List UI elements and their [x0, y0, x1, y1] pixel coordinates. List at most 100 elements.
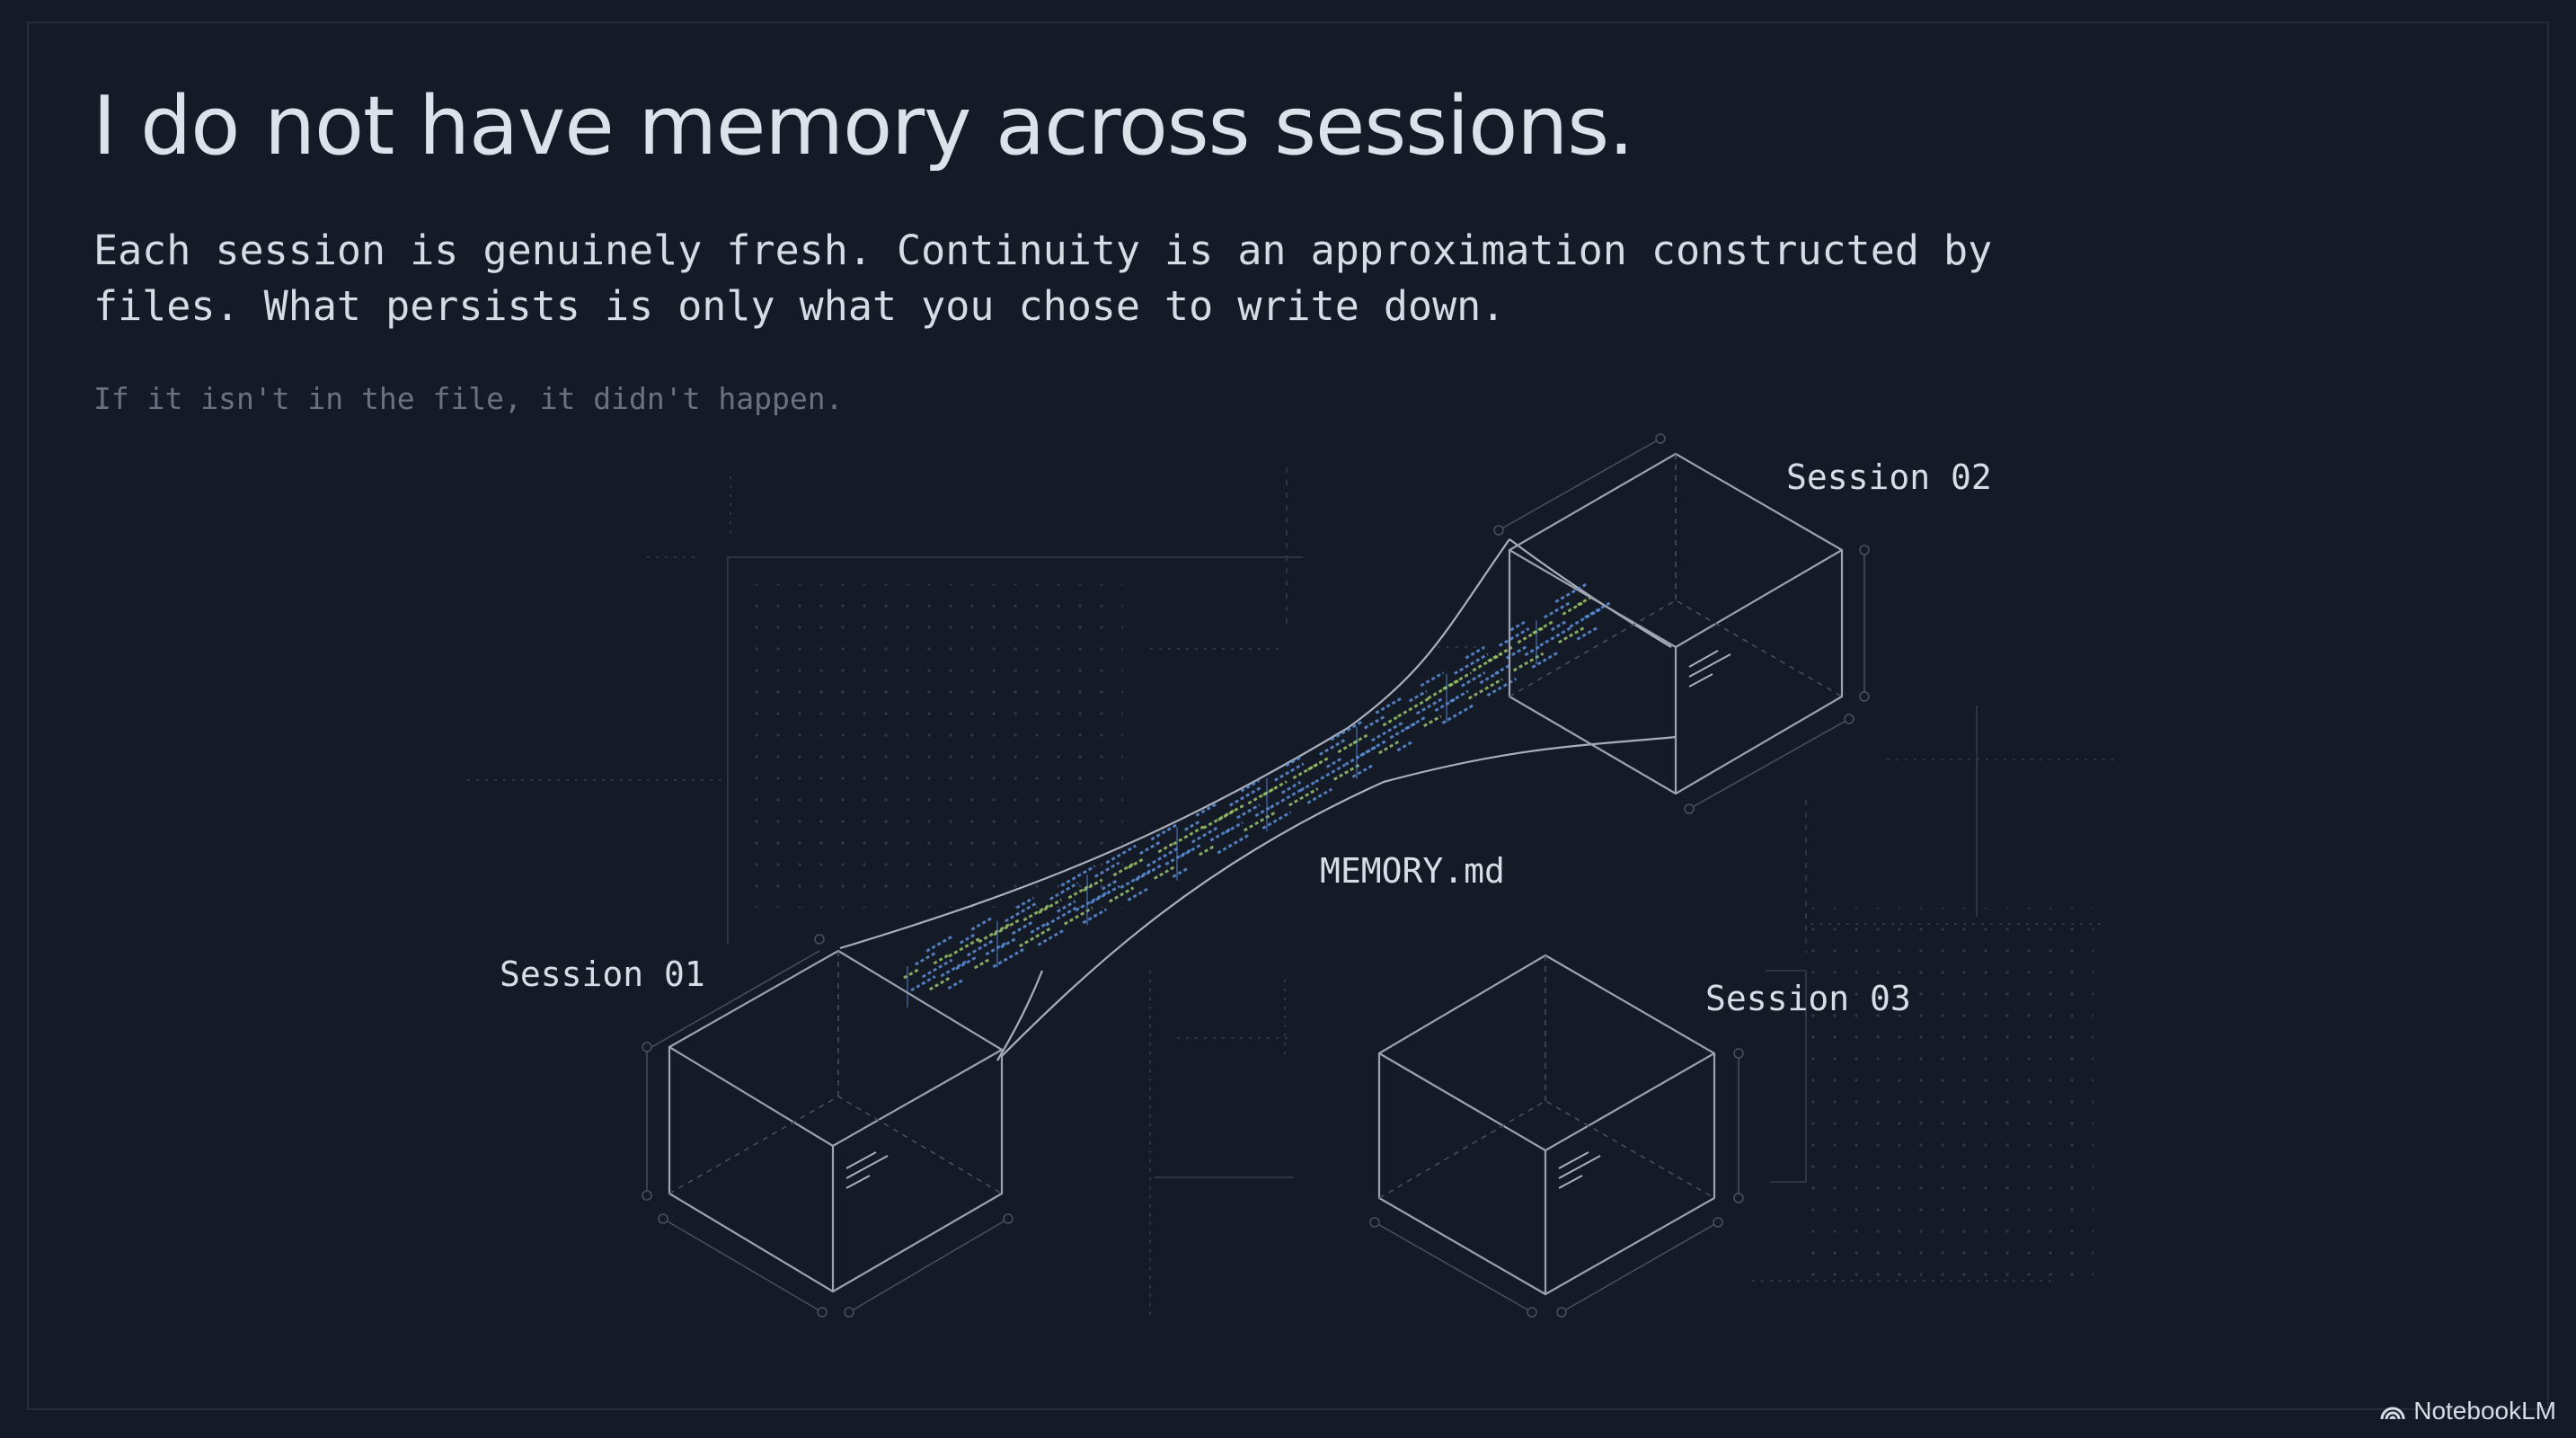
code-stroke — [1093, 861, 1120, 878]
code-stroke — [1228, 785, 1263, 807]
blueprint-background — [467, 467, 2120, 1321]
slide-title: I do not have memory across sessions. — [93, 79, 1634, 173]
memory-file-content — [903, 582, 1613, 1007]
code-stroke — [993, 918, 1022, 936]
code-stroke — [1235, 803, 1261, 820]
code-stroke — [1576, 626, 1599, 641]
slide-note: If it isn't in the file, it didn't happe… — [93, 381, 844, 416]
code-stroke — [1408, 689, 1428, 703]
code-stroke — [1359, 740, 1387, 758]
code-stroke — [1531, 652, 1558, 669]
code-stroke — [1011, 919, 1035, 936]
code-stroke — [1254, 803, 1275, 818]
slide-frame — [27, 22, 2549, 1410]
code-stroke — [1153, 865, 1175, 880]
code-stroke — [914, 952, 936, 966]
code-stroke — [955, 955, 978, 971]
code-stroke — [1037, 928, 1067, 946]
code-stroke — [1557, 626, 1585, 644]
code-stroke — [1243, 810, 1278, 832]
code-stroke — [1404, 715, 1428, 731]
code-stroke — [1067, 883, 1093, 900]
code-stroke — [1247, 786, 1278, 805]
memory-file-label: MEMORY.md — [1320, 851, 1505, 891]
code-stroke — [1217, 803, 1247, 821]
code-stroke — [1467, 678, 1503, 700]
code-stroke — [1225, 821, 1244, 834]
code-stroke — [1486, 678, 1518, 697]
code-stroke — [1030, 921, 1049, 934]
code-stroke — [1396, 740, 1415, 752]
code-stroke — [1517, 626, 1544, 644]
code-stroke — [1015, 896, 1035, 910]
code-stroke — [1351, 764, 1374, 778]
code-stroke — [1532, 620, 1554, 635]
code-stroke — [1550, 619, 1568, 632]
code-stroke — [1420, 671, 1445, 688]
code-stroke — [1049, 882, 1079, 901]
code-stroke — [1038, 898, 1062, 914]
code-stroke — [1299, 781, 1315, 792]
code-stroke — [1000, 936, 1018, 949]
code-stroke — [1209, 826, 1234, 842]
code-stroke — [1352, 732, 1370, 745]
code-stroke — [1101, 880, 1118, 891]
memory-file-ribbon — [839, 538, 1677, 1061]
code-stroke — [1498, 627, 1530, 647]
code-stroke — [1172, 866, 1190, 879]
code-stroke — [1191, 825, 1219, 844]
code-stroke — [1494, 664, 1510, 675]
code-stroke — [1135, 864, 1162, 882]
code-stroke — [1198, 844, 1217, 857]
code-stroke — [1262, 780, 1288, 796]
code-stroke — [1363, 715, 1386, 730]
code-stroke — [1164, 848, 1192, 866]
session-02-cube — [1493, 433, 1870, 814]
code-stroke — [940, 960, 967, 978]
code-stroke — [1018, 927, 1052, 948]
code-stroke — [1375, 697, 1403, 715]
code-stroke — [947, 979, 964, 990]
code-stroke — [1150, 823, 1178, 841]
code-stroke — [1315, 763, 1346, 784]
brand-name: NotebookLM — [2413, 1397, 2556, 1425]
code-stroke — [1105, 844, 1137, 865]
code-stroke — [1090, 884, 1120, 904]
slide-subtitle: Each session is genuinely fresh. Continu… — [93, 226, 1993, 330]
code-stroke — [1543, 601, 1571, 619]
code-stroke — [1180, 843, 1203, 858]
code-stroke — [1442, 671, 1472, 690]
notebooklm-branding: NotebookLM — [2379, 1397, 2556, 1425]
code-stroke — [1325, 757, 1342, 768]
code-stroke — [1524, 645, 1541, 657]
code-stroke — [1449, 689, 1469, 703]
code-stroke — [903, 968, 919, 980]
code-stroke — [1422, 715, 1442, 728]
code-stroke — [1370, 721, 1404, 742]
session-03-label: Session 03 — [1705, 979, 1911, 1018]
notebooklm-logo-icon — [2380, 1407, 2405, 1420]
code-stroke — [1397, 697, 1431, 718]
code-stroke — [928, 977, 951, 991]
code-stroke — [1217, 833, 1251, 855]
session-03-cube — [1369, 954, 1744, 1318]
code-stroke — [1512, 652, 1545, 672]
session-02-label: Session 02 — [1786, 457, 1992, 497]
code-stroke — [1415, 697, 1445, 715]
code-stroke — [948, 937, 980, 958]
code-stroke — [1509, 620, 1527, 632]
code-stroke — [959, 932, 977, 945]
code-stroke — [1453, 652, 1489, 675]
code-stroke — [1120, 869, 1151, 889]
code-stroke — [1183, 819, 1202, 831]
code-stroke — [1261, 811, 1292, 830]
code-stroke — [1273, 762, 1305, 782]
code-stroke — [1045, 905, 1080, 927]
session-01-cube — [642, 934, 1014, 1318]
code-stroke — [1318, 739, 1346, 756]
code-stroke — [1138, 840, 1161, 856]
code-stroke — [1288, 787, 1319, 807]
code-stroke — [1441, 703, 1476, 724]
code-stroke — [1060, 865, 1096, 887]
